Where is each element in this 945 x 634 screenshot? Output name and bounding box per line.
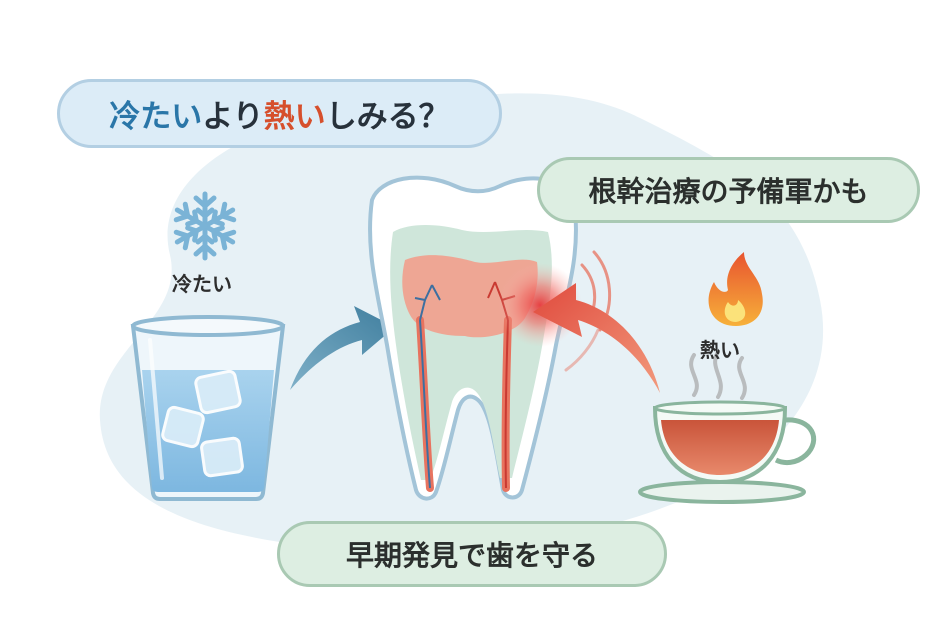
teacup: [638, 400, 817, 504]
title-middle-word: より: [202, 99, 264, 135]
steam-lines: [689, 350, 747, 400]
snowflake-icon: [173, 191, 237, 258]
cold-label: 冷たい: [172, 272, 232, 296]
title-callout: 冷たいより熱いしみる？: [57, 79, 502, 148]
flame-icon: [708, 252, 763, 326]
ice-water-glass: [130, 315, 286, 501]
title-cold-word: 冷たい: [109, 99, 203, 135]
root-canal-callout: 根幹治療の予備軍かも: [537, 157, 920, 223]
hot-arrow: [533, 283, 660, 393]
early-detection-callout: 早期発見で歯を守る: [277, 521, 667, 587]
title-end-words: しみる？: [325, 99, 450, 135]
ice-cubes: [161, 369, 244, 478]
cold-arrow: [290, 306, 395, 390]
hot-label: 熱い: [700, 338, 740, 362]
title-hot-word: 熱い: [263, 99, 326, 135]
